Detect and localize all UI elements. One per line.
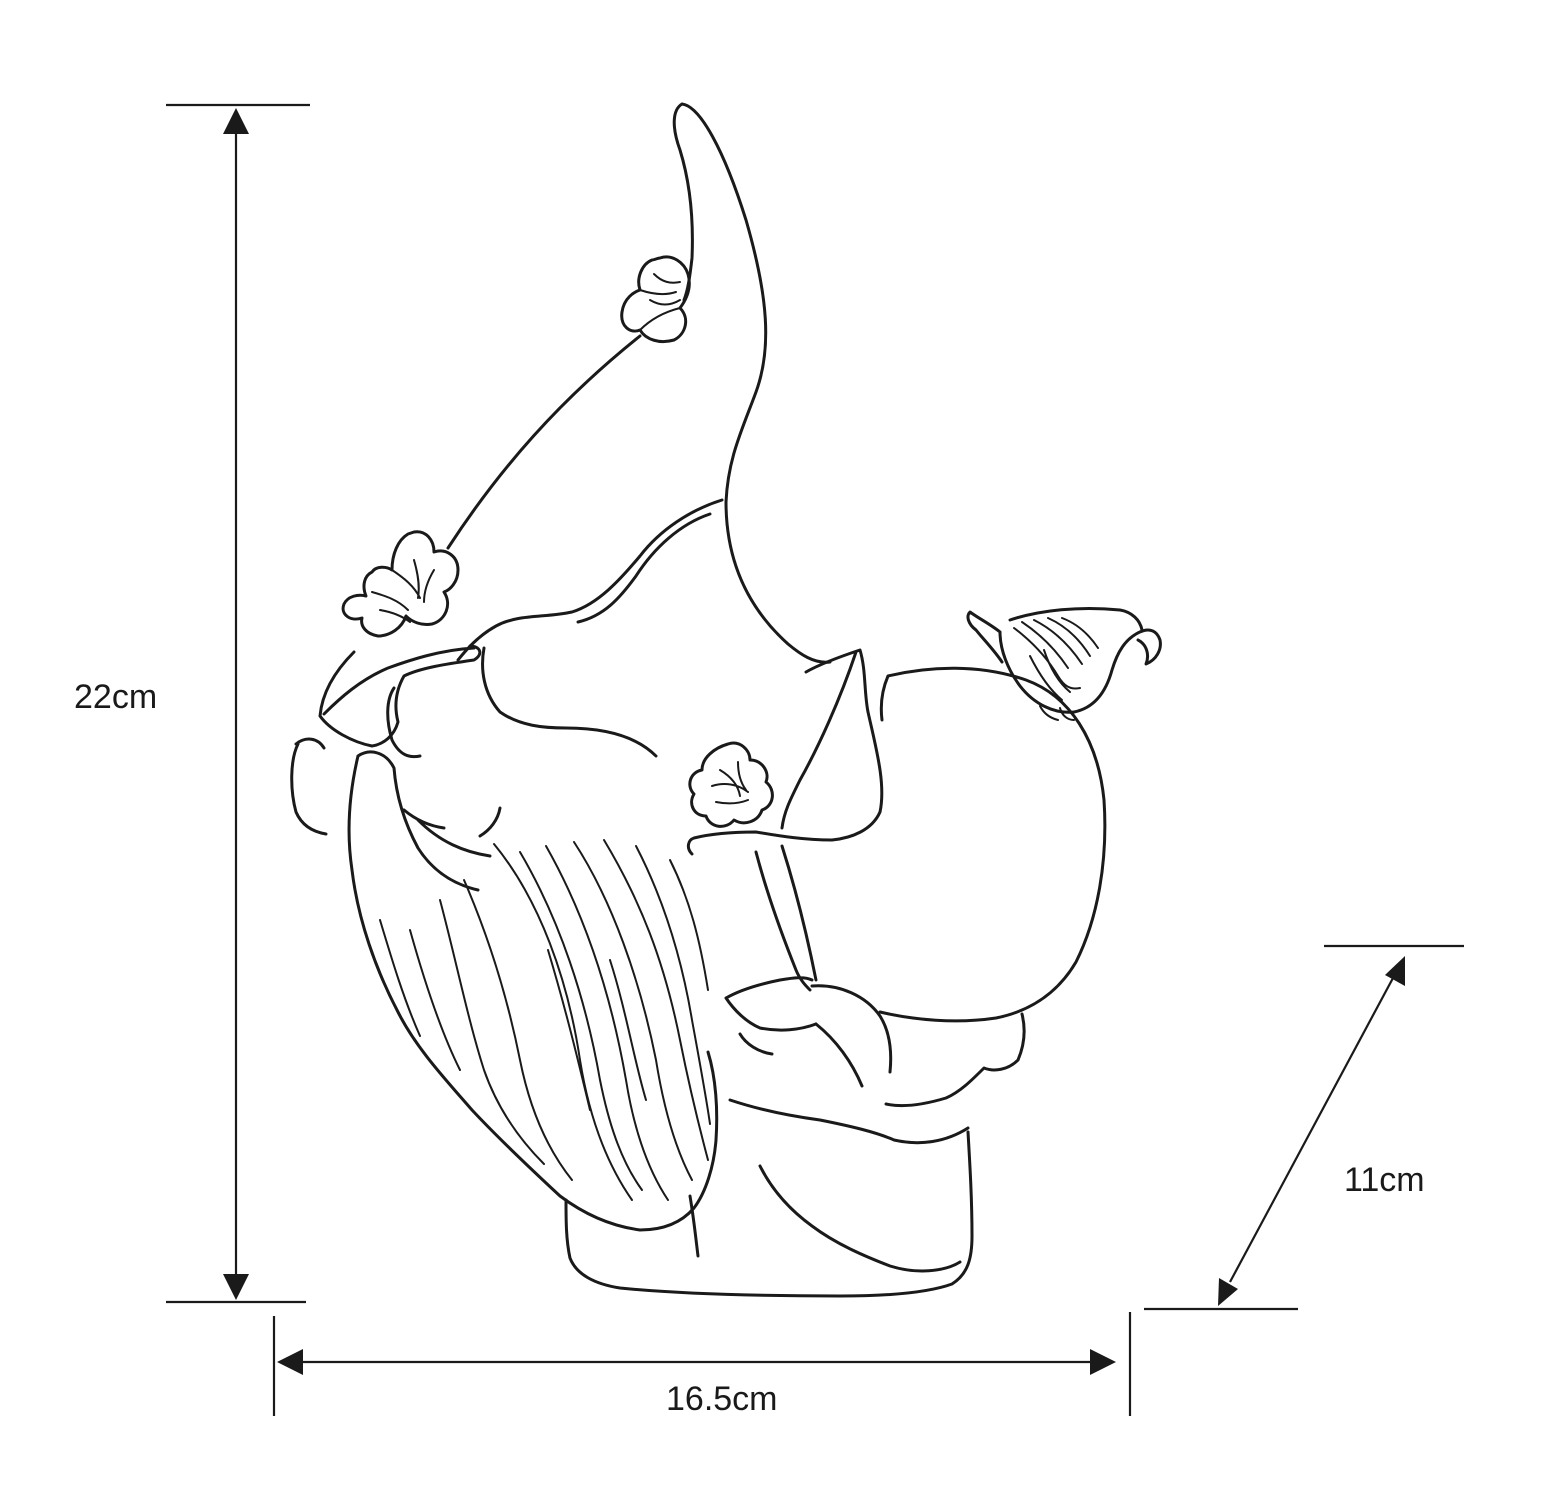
beard-strands [379, 839, 711, 1201]
hat-brim [322, 498, 724, 716]
nose [481, 646, 658, 758]
hat-right-drape [686, 648, 884, 856]
depth-bottom-arrowhead [1218, 1278, 1238, 1306]
depth-dimension-line [1229, 977, 1394, 1283]
face-ear [290, 686, 422, 836]
hat-left-flap [318, 644, 482, 748]
base-feet [564, 1130, 974, 1298]
width-right-arrowhead [1090, 1349, 1116, 1375]
height-label: 22cm [74, 678, 158, 716]
width-left-arrowhead [277, 1349, 303, 1375]
height-top-arrowhead [223, 108, 249, 134]
flower-right [688, 741, 774, 828]
depth-label: 11cm [1344, 1161, 1425, 1199]
beard-outline [347, 750, 719, 1232]
depth-dimension [1144, 944, 1464, 1311]
round-belly [878, 666, 1107, 1023]
depth-top-arrowhead [1385, 956, 1405, 986]
height-dimension [166, 103, 310, 1304]
bird-feet [1039, 705, 1075, 721]
width-dimension [272, 1312, 1132, 1416]
arm-sleeve [724, 844, 818, 1056]
robe-folds [728, 984, 1026, 1145]
height-bottom-arrowhead [223, 1274, 249, 1300]
bird-figure [966, 606, 1162, 721]
flower-left [341, 530, 460, 638]
bird-body [966, 606, 1162, 714]
flower-top [620, 255, 691, 344]
gnome-figure [290, 102, 1162, 1298]
hat-outline [672, 102, 832, 664]
width-label: 16.5cm [666, 1380, 778, 1418]
bird-wing [1013, 617, 1099, 701]
hat-back-line [446, 334, 642, 550]
